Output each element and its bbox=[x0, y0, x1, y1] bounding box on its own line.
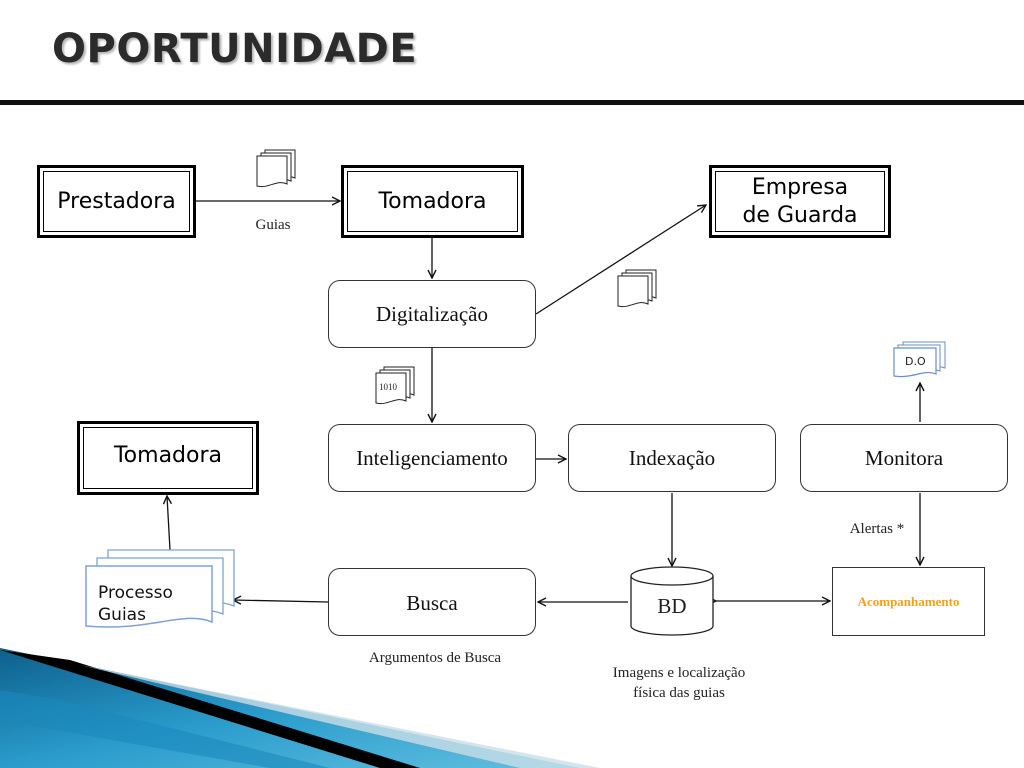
node-empresa-guarda: Empresa de Guarda bbox=[709, 165, 891, 238]
node-tomadora-top-label: Tomadora bbox=[347, 171, 518, 232]
arrow-busca-processo bbox=[233, 600, 329, 602]
arrow-digitalizacao-empresa bbox=[535, 205, 706, 315]
processo-guias-document-icon bbox=[85, 549, 235, 628]
node-indexacao: Indexação bbox=[568, 424, 776, 492]
node-busca: Busca bbox=[328, 568, 536, 636]
decorative-banner bbox=[0, 648, 600, 768]
node-tomadora-bottom: Tomadora bbox=[77, 421, 259, 495]
document-stack-icon bbox=[617, 269, 657, 308]
label-guias: Guias bbox=[255, 217, 291, 233]
node-empresa-guarda-label: Empresa de Guarda bbox=[715, 171, 885, 232]
node-prestadora-label: Prestadora bbox=[43, 171, 190, 232]
node-tomadora-top: Tomadora bbox=[341, 165, 524, 238]
database-icon bbox=[630, 566, 714, 636]
node-prestadora: Prestadora bbox=[37, 165, 196, 238]
binary-document-icon bbox=[375, 366, 415, 405]
do-document-icon bbox=[893, 341, 946, 378]
node-digitalizacao: Digitalização bbox=[328, 280, 536, 348]
node-acompanhamento: Acompanhamento bbox=[832, 567, 985, 636]
node-processo-guias-label: Processo Guias bbox=[98, 583, 173, 626]
node-bd-label: BD bbox=[657, 594, 687, 618]
slide-title: OPORTUNIDADE bbox=[52, 26, 418, 72]
label-argumentos-busca: Argumentos de Busca bbox=[368, 650, 502, 666]
node-inteligenciamento: Inteligenciamento bbox=[328, 424, 536, 492]
document-stack-icon bbox=[256, 149, 296, 188]
node-monitora: Monitora bbox=[800, 424, 1008, 492]
label-alertas: Alertas * bbox=[849, 521, 905, 537]
title-divider bbox=[0, 100, 1024, 105]
do-document-label: D.O bbox=[905, 355, 926, 368]
label-imagens-localizacao: Imagens e localização física das guias bbox=[612, 665, 746, 701]
arrow-processo-tomadora bbox=[167, 496, 170, 551]
node-tomadora-bottom-label: Tomadora bbox=[83, 427, 253, 489]
binary-document-label: 1010 bbox=[379, 382, 397, 392]
